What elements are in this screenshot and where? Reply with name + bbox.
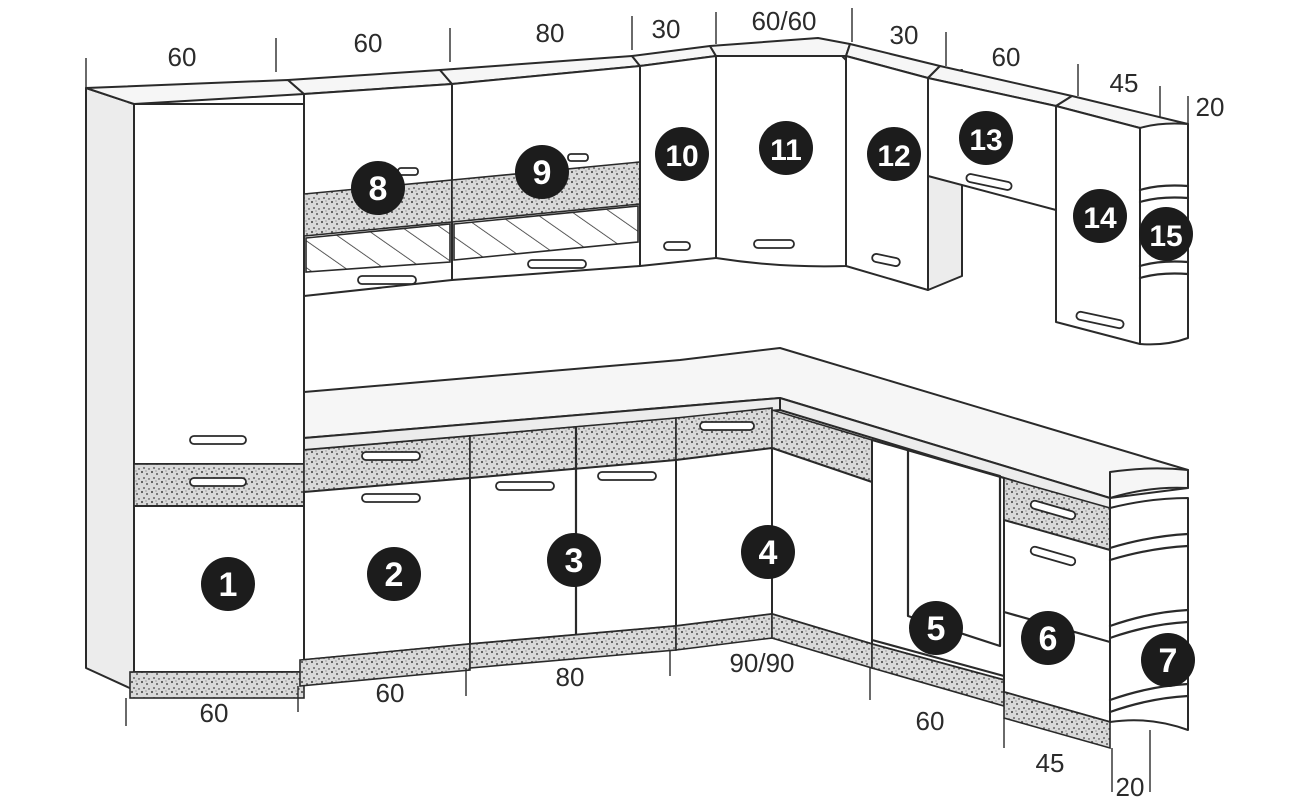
bottom-dimension-label: 60 xyxy=(916,706,945,736)
svg-text:13: 13 xyxy=(969,124,1002,157)
countertop xyxy=(303,347,1189,511)
top-dimension-label: 60 xyxy=(992,42,1021,72)
module-badge: 10 xyxy=(655,127,709,181)
svg-text:1: 1 xyxy=(219,566,238,604)
module-badge: 9 xyxy=(515,145,569,199)
top-dimension-label: 60/60 xyxy=(751,6,816,36)
bottom-dimension-label: 20 xyxy=(1116,772,1145,800)
top-dimension-label: 45 xyxy=(1110,68,1139,98)
bottom-dimension-label: 60 xyxy=(200,698,229,728)
svg-text:7: 7 xyxy=(1159,642,1178,680)
top-dimension-label: 60 xyxy=(168,42,197,72)
module-badges: 1 2 3 4 5 6 7 8 9 10 11 12 13 14 15 xyxy=(201,111,1195,687)
bottom-dimension-label: 90/90 xyxy=(729,648,794,678)
module-badge: 7 xyxy=(1141,633,1195,687)
svg-text:9: 9 xyxy=(533,154,552,192)
module-badge: 14 xyxy=(1073,189,1127,243)
svg-text:6: 6 xyxy=(1039,620,1058,658)
module-badge: 13 xyxy=(959,111,1013,165)
module-badge: 5 xyxy=(909,601,963,655)
module-badge: 1 xyxy=(201,557,255,611)
top-dimension-labels: 60 60 80 30 60/60 30 60 45 20 xyxy=(168,6,1225,122)
module-badge: 4 xyxy=(741,525,795,579)
svg-text:8: 8 xyxy=(369,170,388,208)
module-badge: 6 xyxy=(1021,611,1075,665)
dimension-ticks xyxy=(85,8,1189,792)
lower-cabinet-2 xyxy=(299,435,471,687)
svg-text:11: 11 xyxy=(770,134,802,167)
top-dimension-label: 20 xyxy=(1196,92,1225,122)
svg-text:4: 4 xyxy=(759,534,778,572)
module-badge: 12 xyxy=(867,127,921,181)
svg-text:10: 10 xyxy=(665,140,698,173)
lower-open-shelf-7 xyxy=(1108,497,1190,731)
top-dimension-label: 30 xyxy=(652,14,681,44)
bottom-dimension-label: 80 xyxy=(556,662,585,692)
svg-text:14: 14 xyxy=(1083,202,1117,235)
top-dimension-label: 80 xyxy=(536,18,565,48)
bottom-dimension-labels: 60 60 80 90/90 60 45 20 xyxy=(200,648,1145,800)
module-badge: 3 xyxy=(547,533,601,587)
svg-text:15: 15 xyxy=(1149,220,1182,253)
svg-text:5: 5 xyxy=(927,610,946,648)
top-dimension-label: 30 xyxy=(890,20,919,50)
module-badge: 8 xyxy=(351,161,405,215)
top-dimension-label: 60 xyxy=(354,28,383,58)
module-badge: 11 xyxy=(759,121,813,175)
svg-text:2: 2 xyxy=(385,556,404,594)
lower-oven-cabinet-5 xyxy=(870,439,1006,708)
module-badge: 15 xyxy=(1139,207,1193,261)
tall-cabinet xyxy=(85,79,305,699)
svg-text:12: 12 xyxy=(877,140,910,173)
bottom-dimension-label: 45 xyxy=(1036,748,1065,778)
module-badge: 2 xyxy=(367,547,421,601)
svg-text:3: 3 xyxy=(565,542,584,580)
bottom-dimension-label: 60 xyxy=(376,678,405,708)
